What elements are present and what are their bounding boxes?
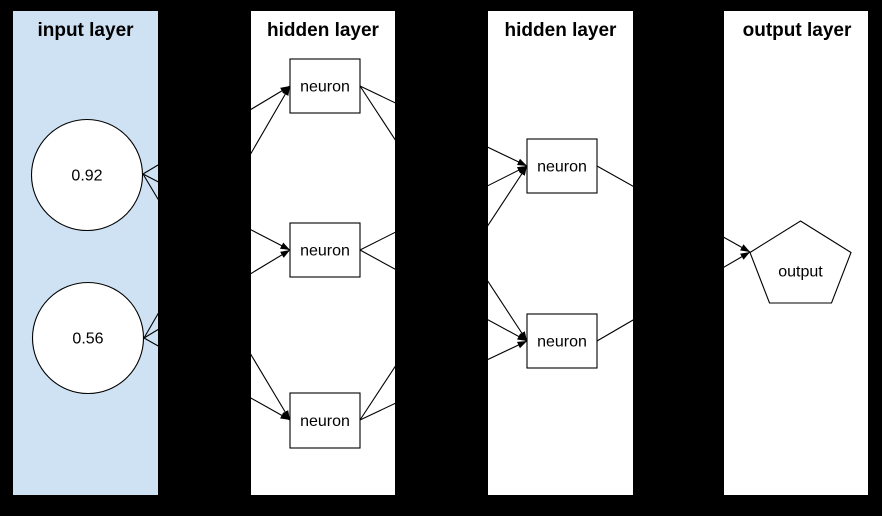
- node-output-1: [749, 220, 852, 304]
- edge-hidden2-2-to-output-1: [596, 251, 751, 342]
- edge-hidden2-1-to-output-1: [596, 165, 751, 253]
- edge-input-2-to-hidden1-1: [143, 85, 291, 339]
- label-input-2: 0.56: [72, 331, 103, 348]
- node-input-1: [30, 118, 144, 232]
- node-hidden1-1: [289, 58, 361, 114]
- edge-hidden1-3-to-hidden2-1: [359, 165, 528, 421]
- edge-hidden1-1-to-hidden2-2: [359, 85, 528, 342]
- label-hidden1-1: neuron: [300, 79, 350, 96]
- edge-input-1-to-hidden1-1: [142, 85, 291, 175]
- edge-input-2-to-hidden1-2: [143, 249, 291, 339]
- node-hidden1-3: [289, 392, 361, 449]
- edge-input-1-to-hidden1-3: [142, 173, 291, 421]
- label-hidden2-2: neuron: [537, 334, 587, 351]
- title-hidden-layer-2: hidden layer: [505, 20, 618, 41]
- edges: [142, 85, 751, 421]
- node-hidden2-2: [526, 313, 598, 369]
- label-input-1: 0.92: [71, 168, 102, 185]
- edge-hidden1-1-to-hidden2-1: [359, 85, 528, 167]
- label-hidden1-2: neuron: [300, 243, 350, 260]
- node-hidden2-1: [526, 138, 598, 194]
- edge-hidden1-3-to-hidden2-2: [359, 340, 528, 421]
- title-input-layer: input layer: [37, 20, 134, 41]
- edge-input-2-to-hidden1-3: [143, 337, 291, 421]
- edge-hidden1-2-to-hidden2-2: [359, 249, 528, 342]
- node-hidden1-2: [289, 222, 361, 278]
- edge-hidden1-2-to-hidden2-1: [359, 165, 528, 251]
- panel-input-layer: [13, 11, 158, 495]
- title-output-layer: output layer: [743, 20, 852, 41]
- label-hidden2-1: neuron: [537, 159, 587, 176]
- label-hidden1-3: neuron: [300, 413, 350, 430]
- label-output-1: output: [778, 264, 823, 281]
- panel-hidden-layer-2: [488, 11, 633, 495]
- title-hidden-layer-1: hidden layer: [267, 20, 380, 41]
- node-input-2: [31, 281, 145, 395]
